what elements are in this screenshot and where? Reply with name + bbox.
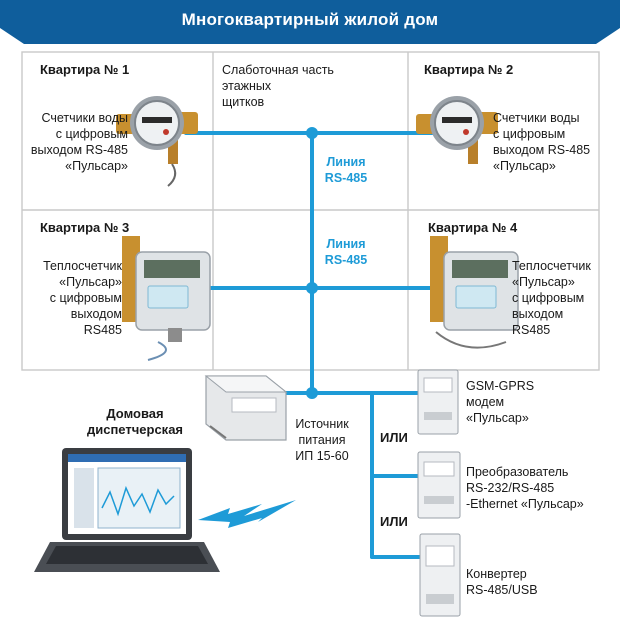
usb-converter-label: Конвертер RS-485/USB [466,567,538,597]
apartment-1-description: Счетчики воды с цифровым выходом RS-485 … [30,111,128,173]
apartment-grid [21,51,600,371]
wireless-arrow-icon [198,500,296,528]
apartment-2-title: Квартира № 2 [424,62,514,77]
rs485-bus [184,131,434,559]
riser-label: Слаботочная часть этажных щитков [222,63,334,109]
bus-junction [306,127,318,139]
water-meter-image [116,96,198,187]
bus-junction [306,387,318,399]
page-title: Многоквартирный жилой дом [181,10,439,29]
apartment-2-description: Счетчики воды с цифровым выходом RS-485 … [493,111,591,173]
apartment-4-description: Теплосчетчик «Пульсар» с цифровым выходо… [512,259,591,337]
water-meter-image [416,96,498,164]
apartment-4-title: Квартира № 4 [428,220,518,235]
usb-converter-image [419,533,461,617]
or-label-1: ИЛИ [380,430,408,445]
bus-junction [306,282,318,294]
dispatch-label: Домовая диспетчерская [86,406,184,437]
apartment-3-description: Теплосчетчик «Пульсар» с цифровым выходо… [43,259,122,337]
line-label-2: Линия RS-485 [324,237,368,267]
heat-meter-image [122,236,211,361]
line-label-1: Линия RS-485 [324,155,368,185]
ethernet-converter-label: Преобразователь RS-232/RS-485 -Ethernet … [466,465,584,511]
or-label-2: ИЛИ [380,514,408,529]
power-supply-image [204,375,288,441]
apartment-3-title: Квартира № 3 [40,220,130,235]
laptop-image [34,448,220,572]
heat-meter-image [430,236,519,349]
gsm-modem-image [417,369,459,435]
apartment-1-title: Квартира № 1 [40,62,130,77]
header-banner [0,0,620,44]
power-supply-label: Источник питания ИП 15-60 [295,417,349,463]
ethernet-converter-image [417,451,461,519]
gsm-modem-label: GSM-GPRS модем «Пульсар» [466,379,535,425]
